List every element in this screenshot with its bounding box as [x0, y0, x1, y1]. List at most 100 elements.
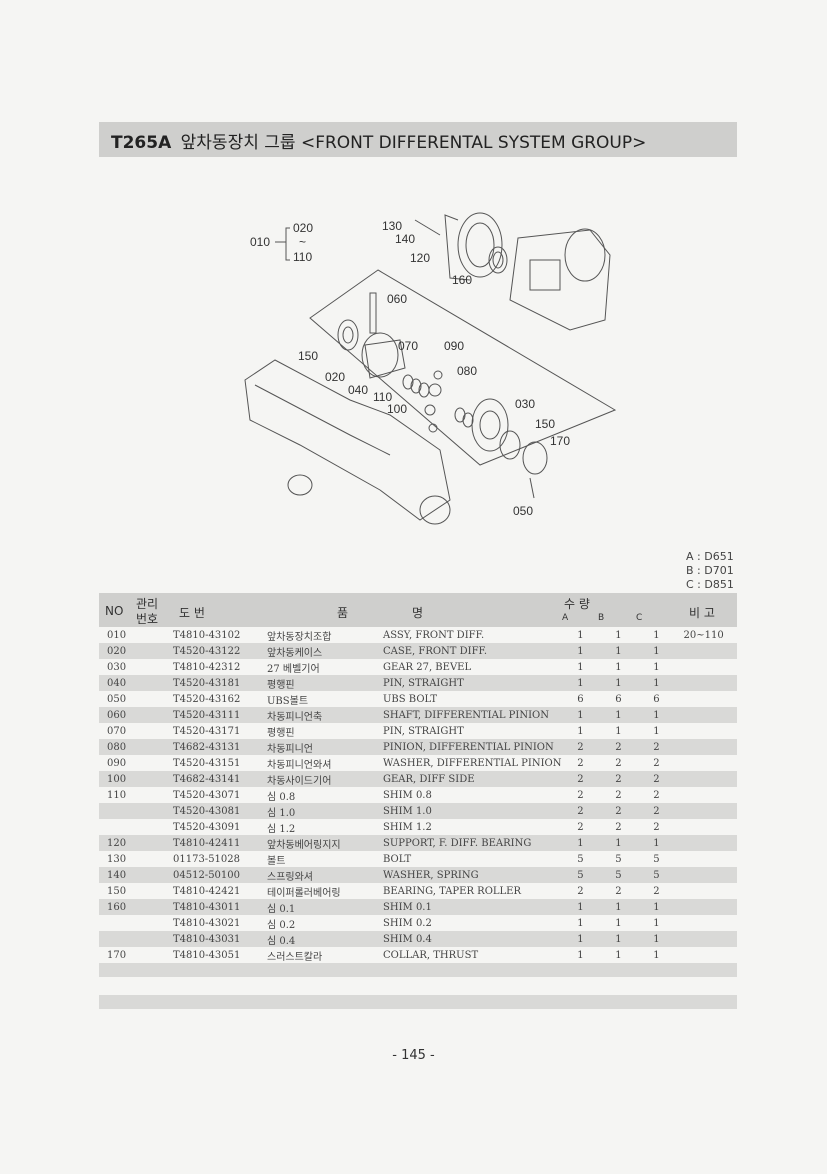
label-170: 170 [550, 434, 570, 448]
cell-no: 160 [99, 899, 173, 915]
cell-a: 1 [561, 643, 600, 659]
cell-note [675, 755, 737, 771]
cell-c: 1 [637, 931, 676, 947]
cell-en: SHIM 0.8 [383, 789, 432, 801]
cell-c: 1 [637, 835, 676, 851]
cell-a: 2 [577, 789, 584, 801]
cell-note [675, 899, 737, 915]
cell-c: 2 [637, 771, 676, 787]
cell-c: 5 [637, 867, 676, 883]
cell-b: 5 [615, 853, 622, 865]
cell-ko: 심 0.4 [267, 931, 383, 947]
label-020: 020 [325, 370, 345, 384]
cell-b: 1 [615, 949, 622, 961]
cell-en: SHIM 0.1 [383, 899, 562, 915]
cell-part: T4520-43122 [173, 643, 267, 659]
page-title: T265A 앞차동장치 그룹 <FRONT DIFFERENTAL SYSTEM… [111, 128, 646, 153]
cell-part: T4810-43102 [173, 629, 241, 641]
cell-en: WASHER, DIFFERENTIAL PINION [383, 757, 562, 769]
cell-part: T4520-43171 [173, 725, 241, 737]
cell-ko: 심 0.8 [267, 791, 296, 803]
cell-ko: 차동피니언 [267, 739, 383, 755]
cell-no [99, 931, 173, 947]
cell-part: T4810-43051 [173, 949, 241, 961]
cell-part: T4810-43011 [173, 899, 267, 915]
header-part-name-2: 명 [412, 606, 424, 620]
cell-c: 2 [637, 803, 676, 819]
cell-c: 2 [653, 757, 660, 769]
cell-part: T4810-43031 [173, 931, 267, 947]
cell-b: 1 [599, 643, 638, 659]
cell-note [675, 883, 737, 899]
cell-part: T4520-43111 [173, 707, 267, 723]
cell-a: 1 [561, 835, 600, 851]
cell-no: 080 [99, 739, 173, 755]
cell-en: PIN, STRAIGHT [383, 675, 562, 691]
legend-b: B : D701 [686, 564, 734, 577]
header-qty: 수 량 [564, 597, 590, 611]
model-legend: A : D651 B : D701 C : D851 [686, 550, 734, 592]
cell-no: 070 [107, 725, 127, 737]
cell-note [675, 787, 737, 803]
group-code: T265A [111, 133, 172, 153]
title-bar [99, 122, 737, 157]
cell-note [675, 867, 737, 883]
cell-note [675, 915, 737, 931]
cell-no: 090 [107, 757, 127, 769]
cell-no: 020 [99, 643, 173, 659]
cell-c: 1 [653, 725, 660, 737]
cell-no: 130 [107, 853, 127, 865]
cell-b: 5 [599, 867, 638, 883]
cell-part: 04512-50100 [173, 867, 267, 883]
cell-a: 1 [577, 629, 584, 641]
cell-ko: 차동피니언와셔 [267, 759, 332, 771]
cell-part: T4682-43131 [173, 739, 267, 755]
cell-no: 050 [107, 693, 127, 705]
cell-b: 2 [599, 771, 638, 787]
cell-ko: 앞차동케이스 [267, 643, 383, 659]
empty-row-stripe [99, 963, 737, 977]
cell-c: 1 [637, 899, 676, 915]
cell-en: ASSY, FRONT DIFF. [383, 629, 485, 641]
cell-c: 1 [637, 643, 676, 659]
header-a: A [562, 613, 569, 623]
cell-en: BOLT [383, 853, 412, 865]
cell-no [99, 915, 173, 931]
cell-ko: 평행핀 [267, 675, 383, 691]
cell-ko: 차동사이드기어 [267, 771, 383, 787]
exploded-diagram: 020 010 ~ 110 130 140 120 160 060 150 07… [244, 212, 617, 525]
cell-note [675, 803, 737, 819]
cell-en: SHIM 0.4 [383, 931, 562, 947]
cell-c: 2 [637, 739, 676, 755]
label-130: 130 [382, 219, 402, 233]
label-060: 060 [387, 292, 407, 306]
cell-c: 2 [653, 789, 660, 801]
cell-a: 2 [577, 885, 584, 897]
cell-no: 100 [99, 771, 173, 787]
cell-b: 6 [615, 693, 622, 705]
header-drawing: 도 번 [179, 606, 205, 620]
label-070: 070 [398, 339, 418, 353]
cell-a: 1 [561, 931, 600, 947]
cell-a: 1 [577, 917, 584, 929]
cell-no: 140 [99, 867, 173, 883]
cell-ko: 앞차동베어링지지 [267, 835, 383, 851]
header-mgmt-bottom: 번호 [136, 612, 159, 626]
header-mgmt-top: 관리 [136, 597, 159, 611]
cell-c: 1 [637, 707, 676, 723]
cell-ko: 스러스트칼라 [267, 951, 323, 963]
cell-a: 5 [577, 853, 584, 865]
